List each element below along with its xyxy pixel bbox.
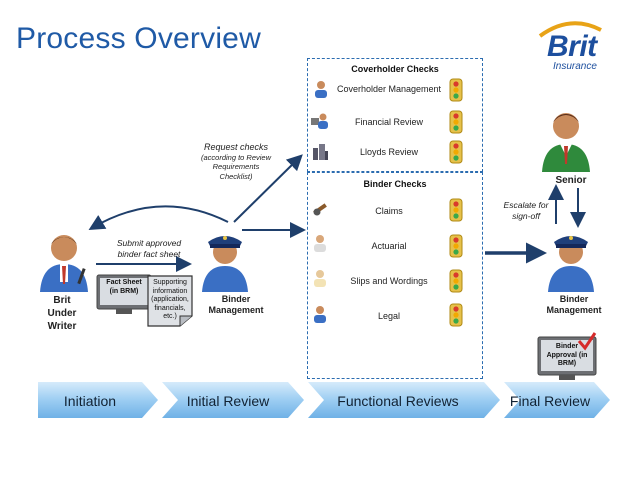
underwriter-figure-icon <box>40 235 88 292</box>
traffic-light-icon <box>449 269 463 293</box>
phase-final-review: Final Review <box>509 393 591 409</box>
logo-subtext: Insurance <box>553 61 597 72</box>
note-line: Binder <box>555 343 579 350</box>
caption-line: binder fact sheet <box>117 249 181 259</box>
binder-approval-label: Binder Approval (in BRM) <box>540 343 594 369</box>
check-item-lloyds-review: Lloyds Review <box>359 147 419 157</box>
person-icon <box>315 81 327 98</box>
phase-chevrons <box>38 382 610 418</box>
binder-checks-box <box>307 172 483 379</box>
document-icon <box>147 275 193 327</box>
page-title: Process Overview <box>16 22 261 55</box>
caption-line: sign-off <box>512 211 540 221</box>
fact-sheet-label: Fact Sheet (in BRM) <box>100 279 148 296</box>
phase-initial-review: Initial Review <box>186 393 270 409</box>
submit-caption: Submit approved binder fact sheet <box>104 238 194 260</box>
building-icon <box>313 144 328 160</box>
phase-initiation: Initiation <box>63 393 117 409</box>
checkmark-icon <box>577 332 597 351</box>
note-line: Fact Sheet <box>106 279 142 286</box>
caption-line: (according to Review <box>200 152 272 162</box>
senior-figure-icon <box>542 113 590 172</box>
traffic-light-icon <box>449 110 463 134</box>
check-item-slips-and-wordings: Slips and Wordings <box>350 276 428 286</box>
check-item-claims: Claims <box>375 206 403 216</box>
phase-functional-reviews: Functional Reviews <box>337 393 459 409</box>
chevron-functional-reviews <box>308 382 500 418</box>
coverholder-checks-title: Coverholder Checks <box>351 64 439 74</box>
note-line: BRM) <box>557 360 577 367</box>
logo-text: Brit <box>547 30 597 63</box>
binder-management-left-label: Binder Management <box>200 294 272 316</box>
tools-icon <box>313 203 327 216</box>
binder-checks-title: Binder Checks <box>363 179 427 189</box>
note-line: Approval (in <box>546 351 588 359</box>
monitor-icon <box>537 336 597 380</box>
traffic-light-icon <box>449 303 463 327</box>
monitor-icon <box>96 274 152 314</box>
binder-management-figure-icon <box>548 236 594 292</box>
person-icon <box>314 235 326 252</box>
senior-label: Senior <box>555 175 587 186</box>
traffic-light-icon <box>449 78 463 102</box>
label-line: Binder <box>221 294 251 304</box>
note-line: (application, <box>151 296 189 303</box>
label-line: Binder <box>559 294 589 304</box>
label-line: Brit <box>53 295 71 306</box>
note-line: (in BRM) <box>109 287 139 295</box>
person-icon <box>314 306 326 323</box>
chevron-final-review <box>504 382 610 418</box>
binder-management-right-label: Binder Management <box>538 294 610 316</box>
coverholder-checks-box <box>307 58 483 172</box>
traffic-light-icon <box>449 198 463 222</box>
chevron-initial-review <box>162 382 304 418</box>
caption-line: Requirements <box>212 162 260 171</box>
submit-curve-arrow <box>88 205 229 231</box>
caption-line: Checklist) <box>219 171 253 181</box>
request-checks-caption: Request checks (according to Review Requ… <box>196 142 276 181</box>
note-line: etc.) <box>163 313 177 320</box>
chevron-initiation <box>38 382 158 418</box>
note-line: Supporting <box>153 279 187 286</box>
escalate-caption: Escalate for sign-off <box>496 200 556 222</box>
computer-person-icon <box>311 113 328 129</box>
traffic-light-icon <box>449 140 463 164</box>
binder-management-figure-icon <box>202 236 248 292</box>
traffic-light-icon <box>449 234 463 258</box>
caption-line: Submit approved <box>116 238 182 248</box>
note-line: financials, <box>154 304 186 312</box>
request-checks-arrow <box>233 154 303 223</box>
supporting-info-label: Supporting information (application, fin… <box>147 279 193 322</box>
check-item-legal: Legal <box>377 311 401 321</box>
label-line: Management <box>546 305 602 315</box>
person-icon <box>314 270 326 287</box>
label-line: Writer <box>47 321 77 332</box>
logo-swoosh-icon <box>538 21 602 38</box>
check-item-financial-review: Financial Review <box>354 117 424 127</box>
note-line: information <box>152 287 188 295</box>
check-item-actuarial: Actuarial <box>371 241 407 251</box>
check-item-coverholder-management: Coverholder Management <box>336 84 442 94</box>
caption-line: Request checks <box>203 142 269 152</box>
label-line: Under <box>47 308 77 319</box>
caption-line: Escalate for <box>503 200 549 210</box>
underwriter-label: Brit Under Writer <box>34 294 90 333</box>
label-line: Management <box>208 305 264 315</box>
